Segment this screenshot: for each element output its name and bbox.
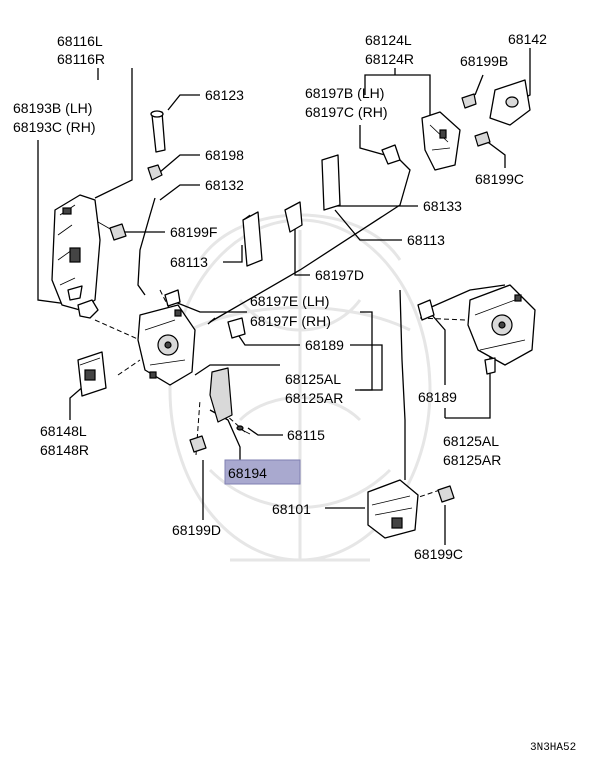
clip-68189b-part xyxy=(417,299,435,321)
label-68199B[interactable]: 68199B xyxy=(460,53,508,69)
label-68125AL-b[interactable]: 68125AL xyxy=(443,433,499,449)
cover-68194-part xyxy=(209,367,233,423)
label-68199D[interactable]: 68199D xyxy=(172,522,221,538)
pad-68113b-part xyxy=(321,154,341,211)
bolt-68199f-part xyxy=(97,221,127,241)
bolt-68199b-part xyxy=(461,93,477,109)
label-68116L[interactable]: 68116L xyxy=(57,33,103,49)
label-68199F[interactable]: 68199F xyxy=(170,224,217,240)
label-68125AR-b[interactable]: 68125AR xyxy=(443,452,501,468)
clip-68197e-part xyxy=(164,289,181,307)
diagram-code: 3N3HA52 xyxy=(530,742,576,754)
label-68189b[interactable]: 68189 xyxy=(418,389,457,405)
bolt-68199c-bot-part xyxy=(437,485,455,503)
label-68115[interactable]: 68115 xyxy=(287,427,325,443)
label-68148L[interactable]: 68148L xyxy=(40,423,87,439)
label-68132[interactable]: 68132 xyxy=(205,177,244,193)
label-68125AL-a[interactable]: 68125AL xyxy=(285,371,341,387)
escutcheon-part xyxy=(489,79,531,126)
label-68124R[interactable]: 68124R xyxy=(365,51,414,67)
bolt-68199d-part xyxy=(189,435,207,453)
handle-clip-part xyxy=(77,299,99,319)
pad-68113a-part xyxy=(242,211,263,267)
label-68148R[interactable]: 68148R xyxy=(40,442,89,458)
label-68199C-top[interactable]: 68199C xyxy=(475,171,524,187)
label-68197F[interactable]: 68197F (RH) xyxy=(250,313,331,329)
nut-part xyxy=(147,164,163,181)
label-68133[interactable]: 68133 xyxy=(423,198,462,214)
label-68125AR-a[interactable]: 68125AR xyxy=(285,390,343,406)
label-68197B[interactable]: 68197B (LH) xyxy=(305,85,384,101)
actuator-68101-part xyxy=(367,289,419,539)
label-68198[interactable]: 68198 xyxy=(205,147,244,163)
lock-knob-rod-part xyxy=(150,110,166,153)
leader-lines xyxy=(37,48,531,545)
label-68189a[interactable]: 68189 xyxy=(305,337,344,353)
part-labels: 68116L 68116R 68193B (LH) 68193C (RH) 68… xyxy=(13,31,576,754)
long-rod-part xyxy=(207,159,411,325)
label-68197C[interactable]: 68197C (RH) xyxy=(305,104,387,120)
part-highlight-68194 xyxy=(224,459,301,485)
label-68142[interactable]: 68142 xyxy=(508,31,547,47)
latch-right-part xyxy=(467,284,536,375)
label-68113a[interactable]: 68113 xyxy=(170,254,208,270)
label-68197E[interactable]: 68197E (LH) xyxy=(250,293,329,309)
screw-68115-part xyxy=(236,425,251,435)
label-68197D[interactable]: 68197D xyxy=(315,267,364,283)
label-68194[interactable]: 68194 xyxy=(228,465,267,481)
bolt-68199c-top-part xyxy=(474,131,491,147)
label-68116R[interactable]: 68116R xyxy=(57,51,105,67)
label-68101[interactable]: 68101 xyxy=(272,501,311,517)
label-68193B[interactable]: 68193B (LH) xyxy=(13,100,92,116)
lock-rod-part xyxy=(137,197,156,296)
bracket-68148-part xyxy=(77,351,107,397)
clip-68189a-part xyxy=(227,317,246,339)
label-68199C-bot[interactable]: 68199C xyxy=(414,546,463,562)
outside-handle-part xyxy=(51,194,101,311)
label-68193C[interactable]: 68193C (RH) xyxy=(13,119,95,135)
inside-handle-part xyxy=(421,111,461,171)
label-68124L[interactable]: 68124L xyxy=(365,32,412,48)
clip-68197b-part xyxy=(381,144,401,165)
label-68113b[interactable]: 68113 xyxy=(407,232,445,248)
label-68123[interactable]: 68123 xyxy=(205,87,244,103)
clip-68197d-part xyxy=(284,201,303,233)
latch-left-part xyxy=(137,304,196,386)
